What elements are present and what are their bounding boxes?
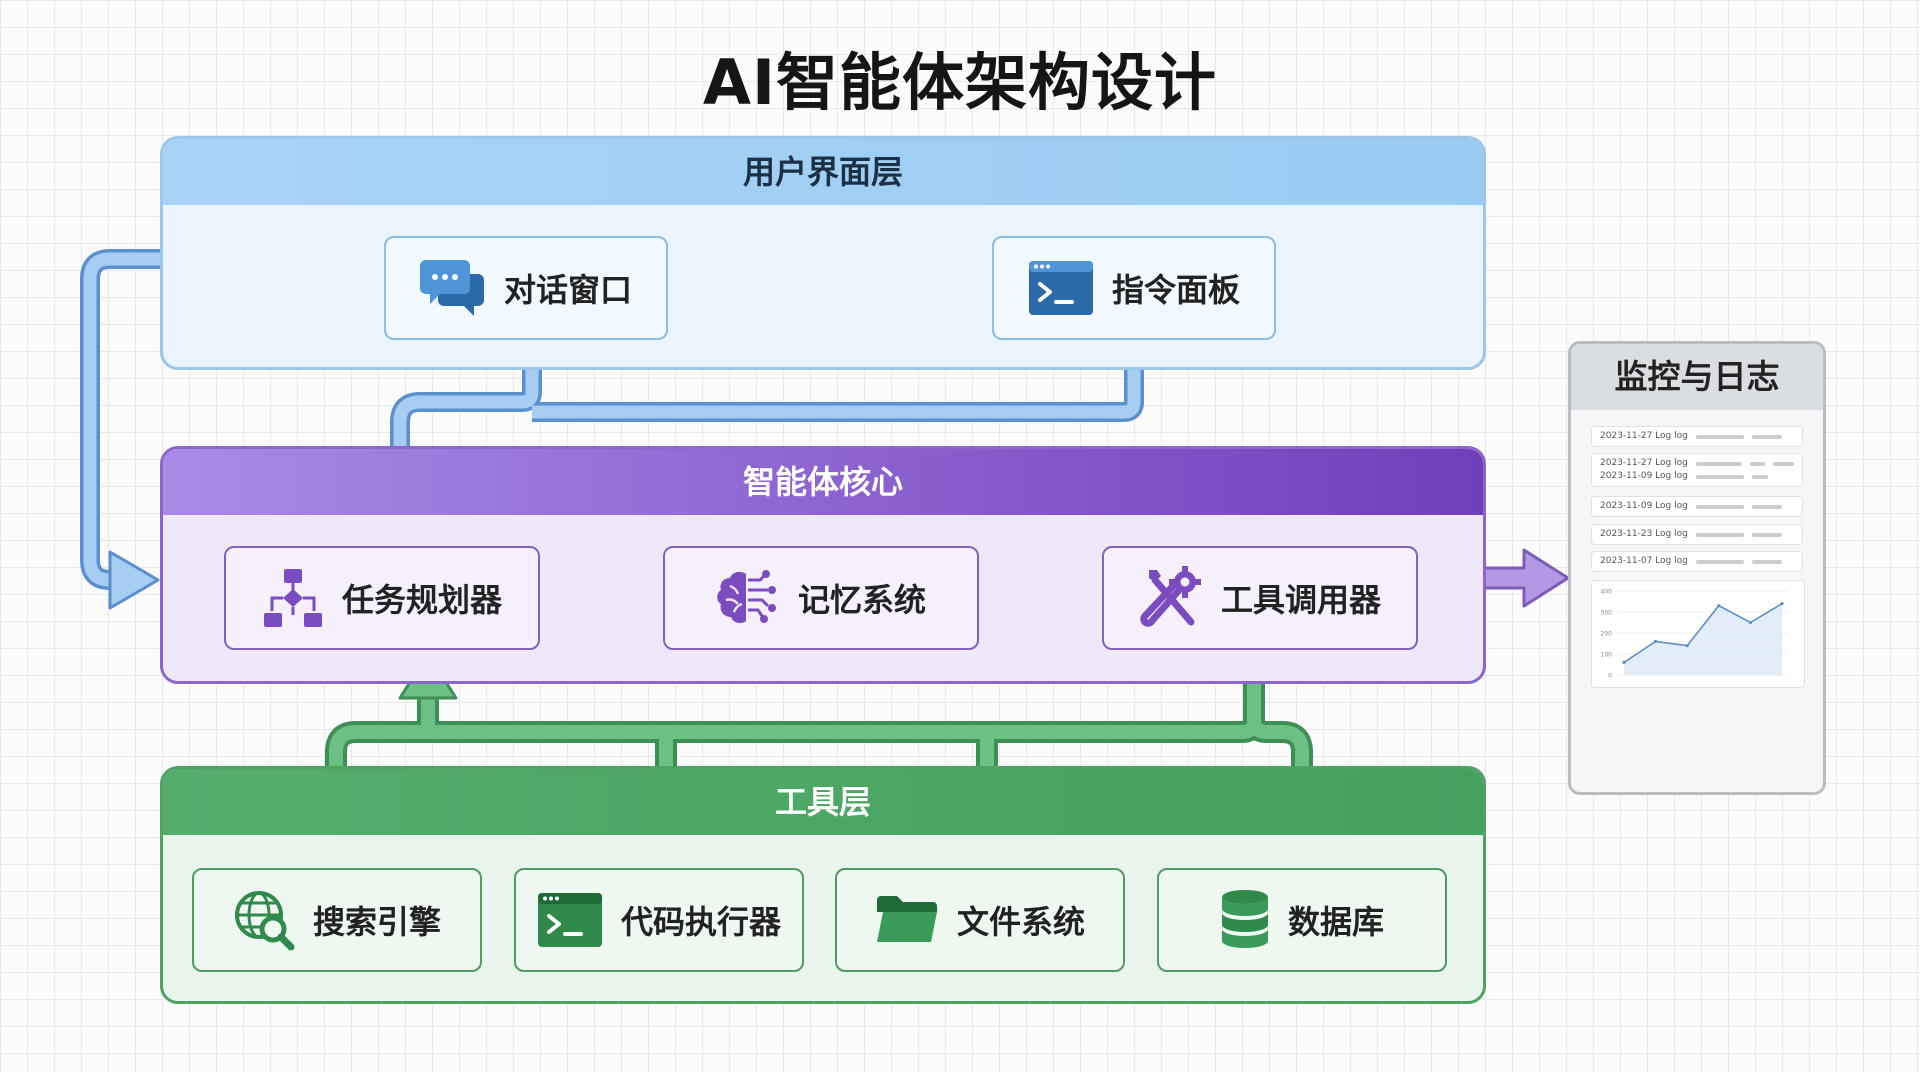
mini-chart-point — [1685, 644, 1689, 648]
search-engine-node[interactable]: 搜索引擎 — [192, 868, 482, 972]
log-text: 2023-11-27 Log log — [1600, 458, 1688, 468]
chat-bubbles-icon — [419, 258, 486, 318]
tools-icon — [1139, 566, 1203, 630]
tool-layer-header: 工具层 — [163, 769, 1483, 835]
file-system-node[interactable]: 文件系统 — [835, 868, 1125, 972]
file-system-label: 文件系统 — [956, 903, 1085, 941]
mini-chart-point — [1622, 660, 1626, 664]
flowchart-icon — [262, 567, 324, 629]
ui-layer: 用户界面层 — [160, 136, 1486, 370]
log-text: 2023-11-07 Log log — [1600, 556, 1688, 566]
ui-to-core-left-arrow — [80, 249, 160, 610]
tool-invoker-node[interactable]: 工具调用器 — [1102, 546, 1418, 650]
mini-chart-point — [1717, 604, 1721, 608]
database-icon — [1220, 889, 1270, 951]
task-planner-node[interactable]: 任务规划器 — [224, 546, 540, 650]
tool-invoker-label: 工具调用器 — [1220, 581, 1381, 619]
mini-line-chart: 400 300 200 100 0 — [1591, 580, 1805, 688]
log-entry: 2023-11-07 Log log — [1591, 551, 1803, 572]
monitor-panel: 监控与日志 2023-11-27 Log log 2023-11-27 Log … — [1568, 341, 1826, 795]
chat-window-label: 对话窗口 — [503, 271, 632, 309]
chat-window-node[interactable]: 对话窗口 — [384, 236, 668, 340]
mini-chart-point — [1654, 639, 1658, 643]
mini-chart-tick-label: 200 — [1601, 631, 1613, 638]
mini-chart-point — [1780, 602, 1784, 606]
mini-chart-series-line — [1623, 602, 1783, 664]
command-panel-label: 指令面板 — [1111, 271, 1240, 309]
log-text: 2023-11-09 Log log — [1600, 501, 1688, 511]
database-node[interactable]: 数据库 — [1157, 868, 1447, 972]
log-text: 2023-11-27 Log log — [1600, 431, 1688, 441]
terminal-icon — [1028, 260, 1094, 316]
log-entry: 2023-11-09 Log log — [1591, 496, 1803, 517]
search-engine-label: 搜索引擎 — [312, 903, 441, 941]
mini-chart-tick-label: 0 — [1608, 673, 1612, 680]
log-text: 2023-11-23 Log log — [1600, 529, 1688, 539]
code-executor-label: 代码执行器 — [620, 903, 781, 941]
mini-chart-tick-label: 300 — [1601, 610, 1613, 617]
core-layer-header: 智能体核心 — [163, 449, 1483, 515]
mini-chart-tick-label: 100 — [1601, 652, 1613, 659]
database-label: 数据库 — [1287, 903, 1384, 941]
mini-chart-point — [1748, 620, 1752, 625]
command-panel-node[interactable]: 指令面板 — [992, 236, 1276, 340]
folder-icon — [875, 894, 939, 946]
task-planner-label: 任务规划器 — [341, 581, 502, 619]
brain-circuit-icon — [716, 568, 780, 628]
log-text: 2023-11-09 Log log — [1600, 471, 1688, 481]
memory-system-label: 记忆系统 — [797, 581, 926, 619]
log-entry: 2023-11-27 Log log 2023-11-09 Log log — [1591, 453, 1803, 487]
mini-chart-tick-label: 400 — [1601, 589, 1613, 596]
memory-system-node[interactable]: 记忆系统 — [663, 546, 979, 650]
mini-line-chart-svg: 400 300 200 100 0 — [1601, 589, 1788, 680]
log-entry: 2023-11-27 Log log — [1591, 426, 1803, 447]
ui-layer-header: 用户界面层 — [163, 139, 1483, 205]
mini-chart-area — [1624, 603, 1782, 675]
monitor-panel-header: 监控与日志 — [1571, 344, 1823, 410]
globe-search-icon — [233, 889, 295, 951]
page-title: AI智能体架构设计 — [702, 46, 1218, 119]
terminal-icon — [537, 892, 603, 948]
log-entry: 2023-11-23 Log log — [1591, 524, 1803, 545]
code-executor-node[interactable]: 代码执行器 — [514, 868, 804, 972]
